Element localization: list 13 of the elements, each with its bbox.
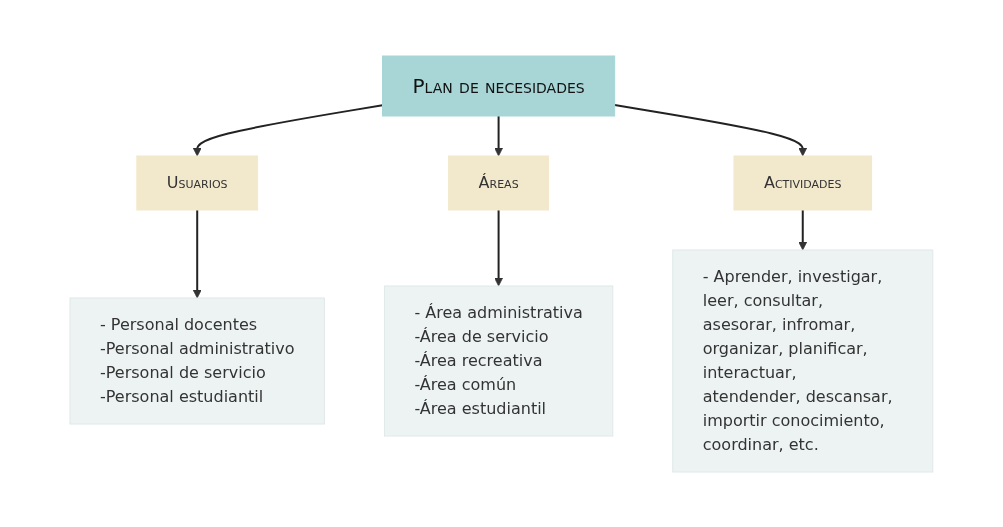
arrow — [192, 208, 202, 298]
node-box: - Área administrativa -Área de servicio -Área recreativa -Área común -Área estudiantil — [384, 285, 614, 436]
node-box: - Aprender, investigar, leer, consultar, asesorar, infromar, organizar, planificar, interactuar, atendender, descansar, importir conocimiento, coordinar, etc. — [672, 249, 934, 472]
node-box: Usuarios — [136, 155, 259, 210]
arrow — [494, 114, 504, 156]
arrow — [494, 208, 504, 286]
arrow — [613, 103, 808, 156]
arrow — [192, 103, 384, 156]
node-box: Áreas — [448, 155, 550, 210]
node-box: - Personal docentes -Personal administrativo -Personal de servicio -Personal estudiantil — [69, 297, 326, 424]
node-box: Plan de necesidades — [382, 55, 616, 116]
arrow — [798, 208, 808, 250]
node-box: Actividades — [733, 155, 873, 210]
